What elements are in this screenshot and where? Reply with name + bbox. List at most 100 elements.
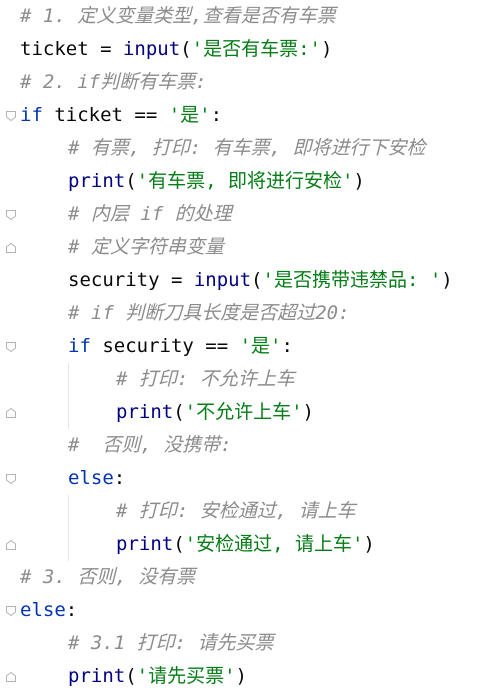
operator-token: )	[235, 665, 247, 687]
function-token: print	[68, 170, 126, 192]
comment-token: # 内层 if 的处理	[68, 203, 232, 225]
operator-token: )	[441, 269, 453, 291]
code-line-content: # 2. if判断有车票:	[20, 66, 207, 99]
code-line[interactable]: print('有车票, 即将进行安检')	[0, 165, 487, 198]
fold-start-icon[interactable]	[5, 209, 17, 221]
string-token: '请先买票'	[136, 665, 236, 687]
string-token: '安检通过, 请上车'	[184, 533, 364, 555]
code-line-content: else:	[20, 594, 77, 627]
keyword-token: if	[20, 104, 43, 126]
comment-token: # 2. if判断有车票:	[20, 71, 207, 93]
function-token: input	[193, 269, 252, 291]
code-line-content: print('安检通过, 请上车')	[116, 528, 375, 561]
code-line[interactable]: # 打印: 不允许上车	[0, 363, 487, 396]
code-line-content: if ticket == '是':	[20, 99, 222, 132]
code-line[interactable]: # 3.1 打印: 请先买票	[0, 627, 487, 660]
code-line[interactable]: else:	[0, 594, 487, 627]
code-line[interactable]: else:	[0, 462, 487, 495]
operator-token: )	[320, 38, 333, 60]
code-line[interactable]: # 1. 定义变量类型,查看是否有车票	[0, 0, 487, 33]
code-line[interactable]: # 2. if判断有车票:	[0, 66, 487, 99]
string-token: '不允许上车'	[184, 401, 303, 423]
comment-token: # 1. 定义变量类型,查看是否有车票	[20, 5, 336, 27]
operator-token: (	[125, 170, 137, 192]
string-token: '有车票, 即将进行安检'	[136, 170, 354, 192]
string-token: '是否有车票:'	[191, 38, 321, 60]
operator-token: (	[251, 269, 263, 291]
operator-token: )	[353, 170, 365, 192]
operator-token: =	[88, 38, 123, 60]
code-line-content: else:	[68, 462, 125, 495]
operator-token: )	[363, 533, 375, 555]
string-token: '是'	[239, 335, 282, 357]
string-token: '是否携带违禁品: '	[262, 269, 442, 291]
keyword-token: else	[68, 467, 114, 489]
comment-token: # 3.1 打印: 请先买票	[68, 632, 274, 654]
operator-token: )	[302, 401, 314, 423]
code-line[interactable]: # 否则, 没携带:	[0, 429, 487, 462]
operator-token: :	[65, 599, 78, 621]
code-line[interactable]: print('不允许上车')	[0, 396, 487, 429]
fold-start-icon[interactable]	[5, 341, 17, 353]
code-line[interactable]: # 定义字符串变量	[0, 231, 487, 264]
code-line-content: # 打印: 不允许上车	[116, 363, 295, 396]
fold-end-icon[interactable]	[5, 242, 17, 254]
code-line[interactable]: ticket = input('是否有车票:')	[0, 33, 487, 66]
operator-token: :	[210, 104, 223, 126]
code-line[interactable]: print('安检通过, 请上车')	[0, 528, 487, 561]
code-line[interactable]: if ticket == '是':	[0, 99, 487, 132]
code-line[interactable]: # 打印: 安检通过, 请上车	[0, 495, 487, 528]
function-token: print	[116, 533, 174, 555]
keyword-token: if	[68, 335, 91, 357]
code-line-content: security = input('是否携带违禁品: ')	[68, 264, 453, 297]
code-line-content: print('有车票, 即将进行安检')	[68, 165, 365, 198]
code-line-content: # if 判断刀具长度是否超过20:	[68, 297, 350, 330]
identifier-token: security ==	[90, 335, 240, 357]
indent-guide	[68, 363, 69, 429]
fold-start-icon[interactable]	[5, 110, 17, 122]
fold-start-icon[interactable]	[5, 473, 17, 485]
comment-token: # 打印: 不允许上车	[116, 368, 295, 390]
comment-token: # 定义字符串变量	[68, 236, 224, 258]
code-line-content: # 定义字符串变量	[68, 231, 224, 264]
comment-token: # if 判断刀具长度是否超过20:	[68, 302, 350, 324]
fold-end-icon[interactable]	[5, 407, 17, 419]
code-line-content: # 3. 否则, 没有票	[20, 561, 195, 594]
code-line[interactable]: # if 判断刀具长度是否超过20:	[0, 297, 487, 330]
operator-token: :	[281, 335, 293, 357]
code-line-content: ticket = input('是否有车票:')	[20, 33, 332, 66]
identifier-token: ticket	[20, 38, 89, 60]
code-line[interactable]: # 有票, 打印: 有车票, 即将进行下安检	[0, 132, 487, 165]
fold-start-icon[interactable]	[5, 605, 17, 617]
comment-token: # 否则, 没携带:	[68, 434, 232, 456]
fold-end-icon[interactable]	[5, 539, 17, 551]
function-token: print	[116, 401, 174, 423]
code-line-content: print('不允许上车')	[116, 396, 314, 429]
string-token: '是'	[168, 104, 211, 126]
code-line[interactable]: if security == '是':	[0, 330, 487, 363]
code-line-content: # 打印: 安检通过, 请上车	[116, 495, 356, 528]
fold-end-icon[interactable]	[5, 671, 17, 683]
function-token: print	[68, 665, 126, 687]
code-line[interactable]: print('请先买票')	[0, 660, 487, 693]
code-line-content: # 有票, 打印: 有车票, 即将进行下安检	[68, 132, 426, 165]
keyword-token: else	[20, 599, 66, 621]
comment-token: # 3. 否则, 没有票	[20, 566, 196, 588]
comment-token: # 有票, 打印: 有车票, 即将进行下安检	[68, 137, 426, 159]
code-line[interactable]: # 3. 否则, 没有票	[0, 561, 487, 594]
operator-token: =	[159, 269, 194, 291]
function-token: input	[122, 38, 181, 60]
code-line-content: # 1. 定义变量类型,查看是否有车票	[20, 0, 336, 33]
code-line[interactable]: security = input('是否携带违禁品: ')	[0, 264, 487, 297]
comment-token: # 打印: 安检通过, 请上车	[116, 500, 356, 522]
code-line-content: # 内层 if 的处理	[68, 198, 232, 231]
code-line-content: # 3.1 打印: 请先买票	[68, 627, 274, 660]
operator-token: :	[113, 467, 126, 489]
operator-token: (	[173, 533, 185, 555]
code-line-content: # 否则, 没携带:	[68, 429, 232, 462]
operator-token: (	[125, 665, 137, 687]
identifier-token: ticket ==	[42, 104, 169, 126]
code-line[interactable]: # 内层 if 的处理	[0, 198, 487, 231]
operator-token: (	[180, 38, 192, 60]
